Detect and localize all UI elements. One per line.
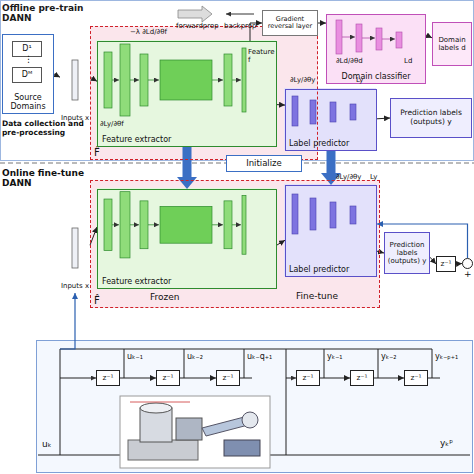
- node-text: Prediction labels (outputs) y: [385, 241, 429, 265]
- connector-arrow: [277, 240, 285, 245]
- delay-block: z⁻¹: [404, 370, 428, 386]
- gradient-label: ∂Ly/∂θy: [290, 76, 315, 84]
- node-text: Initialize: [246, 159, 282, 169]
- connector-arrow: [320, 378, 350, 379]
- node-text: Gradient reversal layer: [263, 16, 317, 31]
- output-box: Prediction labels (outputs) y: [384, 232, 430, 274]
- signal-name: yₖ₋₁: [327, 352, 343, 361]
- delay-block: z⁻¹: [216, 370, 240, 386]
- node-text: F̂: [94, 147, 100, 159]
- signal-name: uₖ₋₁: [127, 352, 143, 361]
- node-text: Feature extractor: [102, 135, 171, 144]
- node-text: z⁻¹: [411, 374, 422, 383]
- node-text: Domain classifier: [342, 72, 411, 81]
- gradient-reversal-box: Gradient reversal layer: [262, 10, 318, 36]
- node-text: F̂: [94, 295, 100, 307]
- arrow-head: [177, 177, 197, 189]
- input-layer: Inputs x: [60, 226, 90, 290]
- summing-junction: −+: [462, 258, 473, 269]
- state-label: Frozen: [150, 292, 180, 302]
- node-text: z⁻¹: [223, 374, 234, 383]
- model-frame: F̂Feature extractor Label predictor: [90, 180, 380, 308]
- node-text: Feature extractor: [102, 277, 171, 286]
- node-text: Prediction labels (outputs) y: [391, 109, 471, 126]
- signal-name: yₖ₋₂: [381, 352, 397, 361]
- domain-box: Dᴹ: [12, 67, 42, 83]
- signal-name: uₖ₋q₊₁: [247, 352, 272, 361]
- connector-arrow: [374, 378, 404, 379]
- connector-arrow: [54, 74, 60, 77]
- connector-arrow: [120, 378, 156, 379]
- node-text: Label predictor: [289, 139, 349, 148]
- source-domains-box: Source Domains D¹ Dᴹ: [2, 34, 54, 114]
- node-text: z⁻¹: [303, 374, 314, 383]
- output-box: Domain labels d: [432, 22, 472, 66]
- output-box: Prediction labels (outputs) y: [390, 98, 472, 138]
- delay-block: z⁻¹: [350, 370, 374, 386]
- signal-name: yₖᵖ: [440, 438, 453, 448]
- gradient-label: −λ ∂Ld/∂θf: [130, 28, 167, 36]
- connector-arrow: [318, 23, 326, 24]
- section-title: Data collection and pre-processing: [2, 120, 88, 137]
- node-text: Source Domains: [5, 93, 51, 111]
- section-title: Offline pre-train DANN: [2, 3, 86, 24]
- loss-label: Ly: [356, 76, 363, 84]
- signal-name: uₖ₋₂: [187, 352, 203, 361]
- loss-label: Ld: [404, 57, 412, 65]
- label-predictor-box: Label predictor: [285, 185, 377, 277]
- node-text: Dᴹ: [22, 70, 33, 79]
- node-text: z⁻¹: [103, 374, 114, 383]
- node-text: Inputs x: [61, 282, 89, 290]
- delay-block: z⁻¹: [436, 256, 456, 272]
- signal-name: yₖ₋ₚ₊₁: [435, 352, 458, 361]
- delay-block: z⁻¹: [296, 370, 320, 386]
- node-text: D¹: [22, 44, 31, 53]
- ellipsis: ⋮: [24, 54, 33, 64]
- model-frame: F̂Feature extractorLabel predictor: [90, 26, 318, 160]
- node-text: +: [464, 270, 472, 279]
- gradient-label: ∂Ly/∂θy: [336, 173, 361, 181]
- node-text: z⁻¹: [357, 374, 368, 383]
- connector-arrow: [327, 151, 336, 173]
- node-text: Domain labels d: [433, 36, 471, 52]
- connector-arrow: [90, 77, 97, 81]
- feature-extractor-box: Feature extractor: [97, 189, 277, 289]
- connector-arrow: [377, 118, 390, 120]
- node-text: z⁻¹: [441, 260, 452, 269]
- delay-block: z⁻¹: [156, 370, 180, 386]
- input-layer: Inputs x: [60, 58, 90, 122]
- connector-arrow: [277, 104, 285, 106]
- connector-arrow: [183, 147, 192, 177]
- signal-name: uₖ: [42, 439, 52, 449]
- initialize-box: Initialize: [226, 155, 302, 172]
- state-label: Fine-tune: [296, 291, 338, 301]
- legend-text: backprop: [224, 22, 257, 30]
- delay-block: z⁻¹: [96, 370, 120, 386]
- node-text: z⁻¹: [163, 374, 174, 383]
- connector-arrow: [90, 227, 97, 245]
- loss-label: Ly: [370, 173, 377, 181]
- connector-arrow: [180, 378, 216, 379]
- domain-classifier-box: Domain classifier: [326, 14, 426, 84]
- signal-name: Feature f: [248, 48, 274, 64]
- section-title: Online fine-tune DANN: [2, 168, 86, 189]
- gradient-label: ∂Ly/∂θf: [100, 120, 124, 128]
- node-text: Label predictor: [289, 265, 349, 274]
- label-predictor-box: Label predictor: [285, 89, 377, 151]
- connector-arrow: [377, 251, 384, 253]
- legend-text: forwardprop: [176, 22, 219, 30]
- plant-illustration: [120, 396, 270, 468]
- gradient-label: ∂Ld/∂θd: [336, 57, 363, 65]
